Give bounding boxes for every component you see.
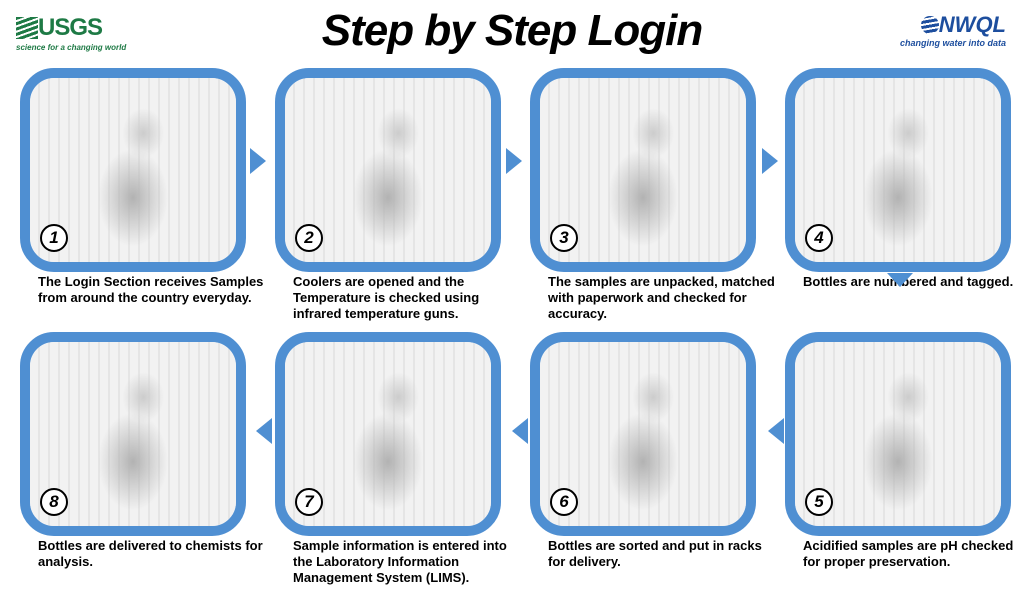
step-number-badge: 1 <box>40 224 68 252</box>
step-2-photo-frame: 2 <box>275 68 501 272</box>
step-7-photo-frame: 7 <box>275 332 501 536</box>
step-2-caption: Coolers are opened and the Temperature i… <box>293 274 480 321</box>
nwql-logo: NWQL changing water into data <box>899 12 1006 48</box>
step-8-caption: Bottles are delivered to chemists for an… <box>38 538 263 569</box>
step-6-caption: Bottles are sorted and put in racks for … <box>548 538 762 569</box>
step-number-badge: 2 <box>295 224 323 252</box>
step-5-photo-frame: 5 <box>785 332 1011 536</box>
step-number-badge: 6 <box>550 488 578 516</box>
step-number-badge: 5 <box>805 488 833 516</box>
usgs-mark-icon <box>16 17 38 39</box>
step-4-photo-frame: 4 <box>785 68 1011 272</box>
step-1-photo-frame: 1 <box>20 68 246 272</box>
step-number-badge: 4 <box>805 224 833 252</box>
step-4-caption: Bottles are numbered and tagged. <box>803 274 1014 289</box>
arrow-right-icon <box>250 148 266 174</box>
step-number-badge: 7 <box>295 488 323 516</box>
step-3-photo-frame: 3 <box>530 68 756 272</box>
step-7-caption: Sample information is entered into the L… <box>293 538 507 585</box>
page-title: Step by Step Login <box>321 6 703 55</box>
step-3-caption: The samples are unpacked, matched with p… <box>548 274 775 321</box>
arrow-left-icon <box>512 418 528 444</box>
arrow-left-icon <box>768 418 784 444</box>
arrow-down-icon <box>887 273 913 287</box>
usgs-logo: USGS science for a changing world <box>16 14 127 52</box>
arrow-right-icon <box>506 148 522 174</box>
step-number-badge: 8 <box>40 488 68 516</box>
step-1-caption: The Login Section receives Samples from … <box>38 274 264 305</box>
arrow-right-icon <box>762 148 778 174</box>
step-6-photo-frame: 6 <box>530 332 756 536</box>
step-number-badge: 3 <box>550 224 578 252</box>
arrow-left-icon <box>256 418 272 444</box>
nwql-mark-icon <box>920 16 939 34</box>
step-5-caption: Acidified samples are pH checked for pro… <box>803 538 1014 569</box>
step-8-photo-frame: 8 <box>20 332 246 536</box>
